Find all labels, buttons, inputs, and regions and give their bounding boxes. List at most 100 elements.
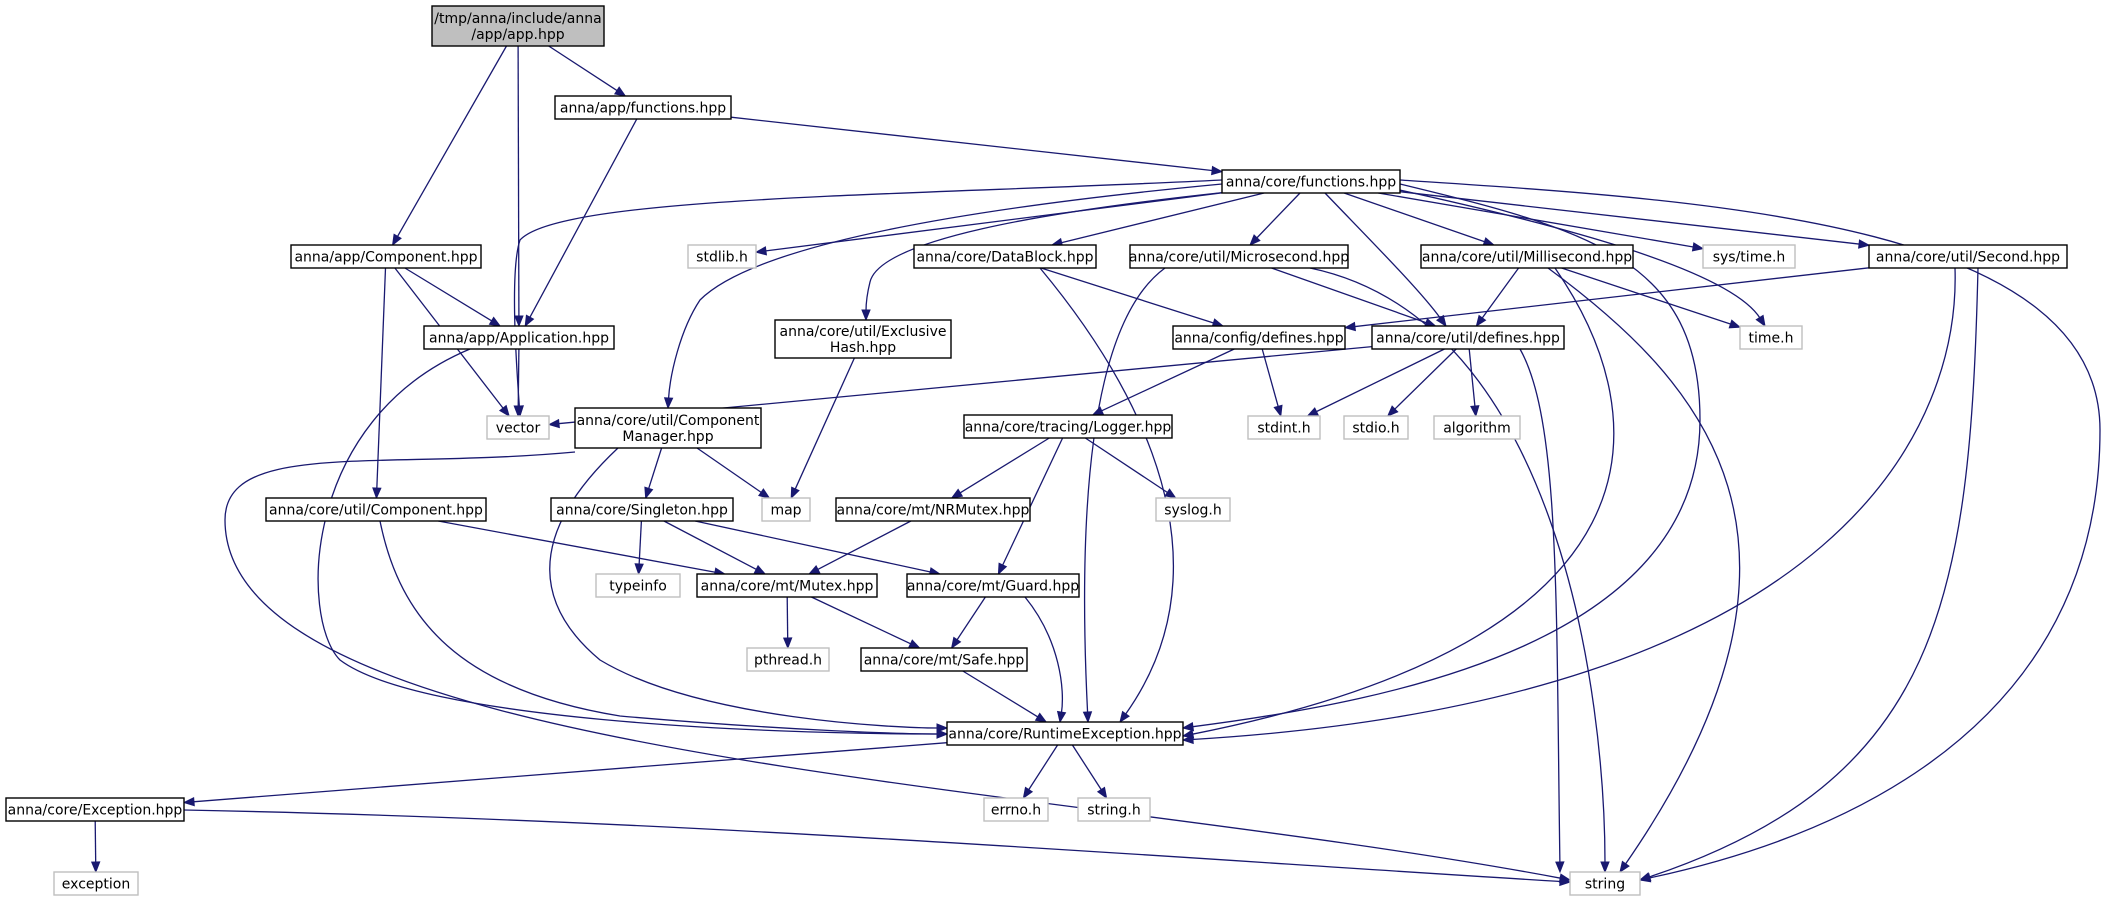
node-singleton[interactable]: anna/core/Singleton.hpp <box>550 497 734 522</box>
edge-milli-to-timeh <box>1561 267 1742 329</box>
node-label: /app/app.hpp <box>471 27 564 43</box>
node-label: anna/app/functions.hpp <box>560 101 726 117</box>
edge-compmgr-to-map <box>696 447 771 499</box>
node-cfgdef[interactable]: anna/config/defines.hpp <box>1172 325 1346 350</box>
node-box <box>265 497 487 522</box>
node-label: anna/app/Application.hpp <box>429 331 609 347</box>
arrow-head <box>1559 876 1572 887</box>
node-box <box>1739 325 1803 350</box>
edge-corefunc-to-vector <box>513 179 1223 418</box>
node-systime: sys/time.h <box>1702 244 1796 269</box>
node-box <box>595 573 681 598</box>
edge-line <box>1040 267 1215 324</box>
arrow-head <box>790 486 800 500</box>
edge-line <box>1060 192 1265 244</box>
nodes-layer: /tmp/anna/include/anna/app/app.hpp anna/a… <box>5 5 2068 896</box>
node-milli[interactable]: anna/core/util/Millisecond.hpp <box>1420 244 1634 269</box>
edge-second-to-cfgdef <box>1343 267 1870 332</box>
node-label: anna/core/mt/Guard.hpp <box>907 579 1079 595</box>
edge-exc-to-exception <box>90 820 101 874</box>
node-string: string <box>1569 871 1641 896</box>
node-appfunc[interactable]: anna/app/functions.hpp <box>554 95 732 120</box>
edge-utilcomp-to-rtexc <box>379 520 949 739</box>
edge-second-to-rtexc <box>1181 267 1956 745</box>
arrow-head <box>807 564 821 575</box>
arrow-head <box>1386 405 1399 417</box>
arrow-head <box>498 404 510 418</box>
node-box <box>431 5 605 47</box>
node-box <box>1247 415 1321 440</box>
edge-singleton-to-typeinfo <box>634 520 644 576</box>
node-stringh: string.h <box>1077 797 1151 822</box>
node-utildef[interactable]: anna/core/util/defines.hpp <box>1371 325 1565 350</box>
arrow-head <box>950 488 964 499</box>
edge-line <box>1343 192 1486 243</box>
arrow-head <box>1858 239 1871 249</box>
node-box <box>423 325 615 350</box>
edge-appcomp-to-appappl <box>404 267 502 327</box>
edge-app-to-appcomp <box>391 45 508 247</box>
edge-line <box>1547 267 1741 865</box>
arrow-head <box>90 861 101 874</box>
node-map: map <box>761 497 811 522</box>
node-corefunc[interactable]: anna/core/functions.hpp <box>1221 169 1401 194</box>
node-mutex[interactable]: anna/core/mt/Mutex.hpp <box>696 573 878 598</box>
edge-appfunc-to-appappl <box>524 118 638 328</box>
node-appappl[interactable]: anna/app/Application.hpp <box>423 325 615 350</box>
edge-app-to-appfunc <box>548 45 627 97</box>
edge-line <box>1399 179 2101 879</box>
arrow-head <box>1306 407 1320 417</box>
edges-layer <box>90 45 2101 887</box>
node-second[interactable]: anna/core/util/Second.hpp <box>1868 244 2068 269</box>
node-app[interactable]: /tmp/anna/include/anna/app/app.hpp <box>431 5 605 47</box>
node-logger[interactable]: anna/core/tracing/Logger.hpp <box>963 414 1173 439</box>
node-nrmutex[interactable]: anna/core/mt/NRMutex.hpp <box>835 497 1031 522</box>
edge-second-to-string <box>1638 267 1979 882</box>
edge-line <box>1353 267 1870 328</box>
node-safe[interactable]: anna/core/mt/Safe.hpp <box>860 647 1028 672</box>
edge-line <box>764 192 1223 252</box>
node-datablock[interactable]: anna/core/DataBlock.hpp <box>913 244 1097 269</box>
node-label: anna/core/Exception.hpp <box>8 803 183 819</box>
edge-line <box>1271 267 1428 324</box>
edge-utildef-to-string <box>1519 348 1565 874</box>
node-box <box>486 415 550 440</box>
node-algorithm: algorithm <box>1433 415 1521 440</box>
node-label: anna/core/mt/NRMutex.hpp <box>837 503 1030 519</box>
node-guard[interactable]: anna/core/mt/Guard.hpp <box>906 573 1080 598</box>
arrow-head <box>782 637 793 650</box>
edge-line <box>1309 267 1606 864</box>
edge-exclhash-to-map <box>790 357 855 500</box>
edge-guard-to-safe <box>950 596 986 650</box>
node-exc[interactable]: anna/core/Exception.hpp <box>5 797 185 822</box>
arrow-head <box>547 418 560 429</box>
arrow-head <box>1619 860 1630 874</box>
edge-line <box>647 447 663 490</box>
edge-line <box>1255 192 1301 239</box>
arrow-head <box>1470 405 1480 418</box>
node-rtexc[interactable]: anna/core/RuntimeException.hpp <box>946 721 1184 746</box>
node-box <box>1702 244 1796 269</box>
node-box <box>290 244 482 269</box>
arrow-head <box>1164 488 1177 499</box>
node-utilcomp[interactable]: anna/core/util/Component.hpp <box>265 497 487 522</box>
node-appcomp[interactable]: anna/app/Component.hpp <box>290 244 482 269</box>
node-label: vector <box>496 421 541 437</box>
edge-line <box>786 596 789 640</box>
arrow-head <box>1211 165 1224 176</box>
node-label: anna/core/util/Exclusive <box>780 324 947 340</box>
node-micro[interactable]: anna/core/util/Microsecond.hpp <box>1129 244 1349 269</box>
arrow-head <box>1056 710 1067 724</box>
edge-line <box>865 191 1229 312</box>
edge-logger-to-nrmutex <box>950 437 1050 499</box>
node-label: anna/core/util/Microsecond.hpp <box>1129 250 1349 266</box>
edge-mutex-to-pthread <box>782 596 793 650</box>
edge-mutex-to-safe <box>811 596 921 649</box>
edge-micro-to-string <box>1309 267 1610 874</box>
node-label: sys/time.h <box>1713 250 1786 266</box>
edge-line <box>1519 348 1561 864</box>
edge-line <box>1191 183 1701 728</box>
edge-line <box>1191 267 1615 735</box>
